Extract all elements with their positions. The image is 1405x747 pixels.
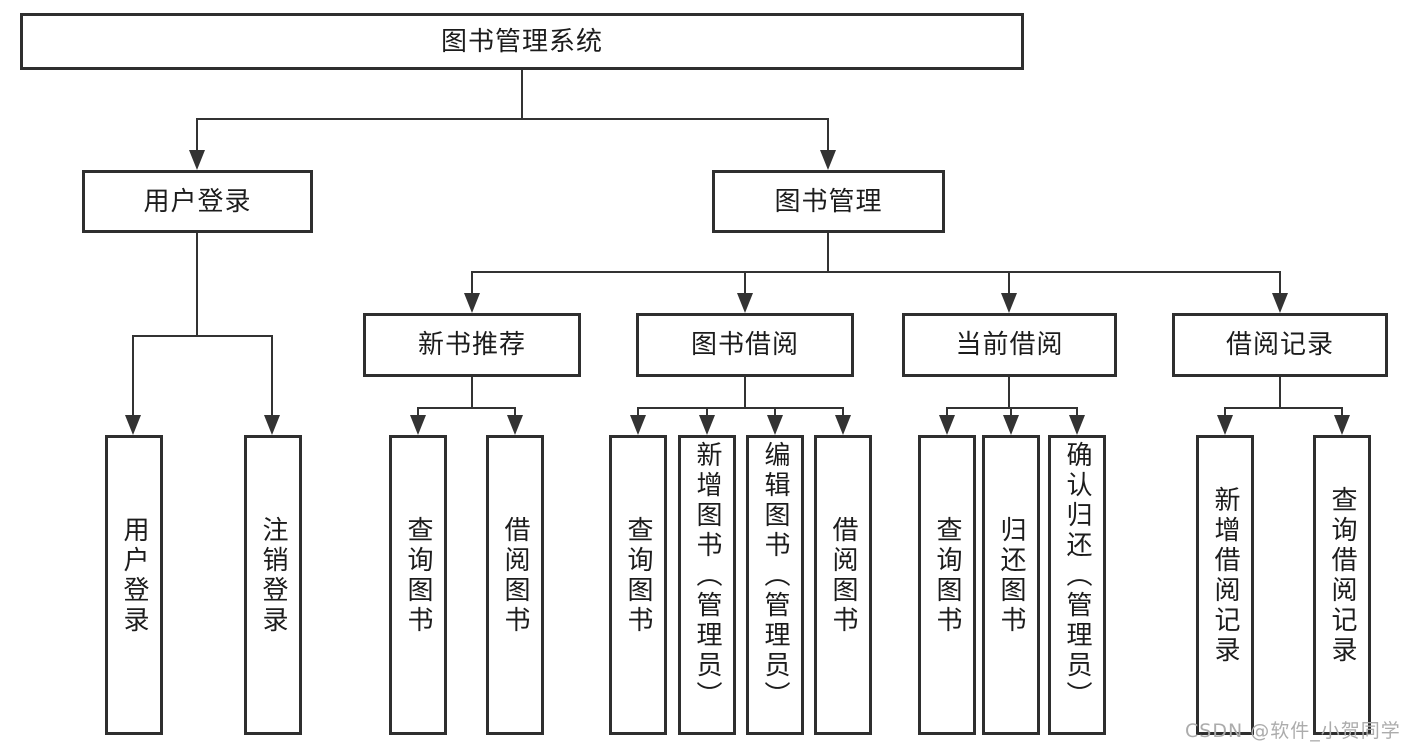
connector-to-new-book xyxy=(471,271,473,295)
connector-leaf xyxy=(1341,407,1343,419)
arrow-to-login-leaf xyxy=(125,415,141,435)
connector-book-management-trunk xyxy=(827,233,829,271)
arrow-leaf xyxy=(1217,415,1233,435)
node-label: 图书管理系统 xyxy=(440,26,603,57)
leaf-label: 借阅图书 xyxy=(500,516,530,636)
leaf-label: 新增借阅记录 xyxy=(1210,486,1240,666)
connector-to-user-login xyxy=(196,118,198,154)
leaf-label: 查询图书 xyxy=(932,516,962,636)
connector-user-login-trunk xyxy=(196,233,198,335)
leaf-label: 查询借阅记录 xyxy=(1327,486,1357,666)
leaf-label: 用户登录 xyxy=(119,516,149,636)
leaf-label: 编辑图书（管理员） xyxy=(760,441,790,711)
leaf-query-borrow-record: 查询借阅记录 xyxy=(1313,435,1371,735)
connector-leaf xyxy=(774,407,776,419)
leaf-borrow-books: 借阅图书 xyxy=(814,435,872,735)
arrow-leaf xyxy=(767,415,783,435)
leaf-label: 归还图书 xyxy=(996,516,1026,636)
connector-leaf xyxy=(1224,407,1226,419)
leaf-query-books-recommend: 查询图书 xyxy=(389,435,447,735)
leaf-query-books-current: 查询图书 xyxy=(918,435,976,735)
connector-leaf xyxy=(1010,407,1012,419)
arrow-leaf xyxy=(507,415,523,435)
csdn-watermark: CSDN @软件_小贺同学 xyxy=(1185,720,1401,742)
connector-leaf xyxy=(706,407,708,419)
connector-leaf xyxy=(637,407,639,419)
connector-to-login-leaf xyxy=(132,335,134,417)
connector-leaf xyxy=(1076,407,1078,419)
connector-new-book-trunk xyxy=(471,377,473,409)
connector-borrow-record-bar xyxy=(1225,407,1342,409)
leaf-edit-books-admin: 编辑图书（管理员） xyxy=(746,435,804,735)
arrow-leaf xyxy=(1334,415,1350,435)
leaf-query-books-borrowing: 查询图书 xyxy=(609,435,667,735)
connector-to-logout-leaf xyxy=(271,335,273,417)
leaf-user-login: 用户登录 xyxy=(105,435,163,735)
connector-level1-bar xyxy=(197,118,829,120)
leaf-confirm-return-admin: 确认归还（管理员） xyxy=(1048,435,1106,735)
node-user-login: 用户登录 xyxy=(82,170,313,233)
node-label: 当前借阅 xyxy=(955,330,1064,360)
node-label: 图书管理 xyxy=(774,186,883,217)
connector-leaf xyxy=(417,407,419,419)
node-new-book-recommend: 新书推荐 xyxy=(363,313,581,377)
node-label: 图书借阅 xyxy=(690,330,799,360)
arrow-leaf xyxy=(1003,415,1019,435)
arrow-to-new-book xyxy=(464,293,480,313)
leaf-return-books: 归还图书 xyxy=(982,435,1040,735)
connector-book-borrow-trunk xyxy=(744,377,746,409)
leaf-label: 新增图书（管理员） xyxy=(692,441,722,711)
connector-leaf xyxy=(514,407,516,419)
leaf-add-books-admin: 新增图书（管理员） xyxy=(678,435,736,735)
connector-to-book-management xyxy=(827,118,829,154)
connector-level2-bar xyxy=(472,271,1280,273)
node-label: 用户登录 xyxy=(143,186,252,217)
connector-leaf xyxy=(946,407,948,419)
arrow-to-user-login xyxy=(189,150,205,170)
node-book-management: 图书管理 xyxy=(712,170,945,233)
connector-new-book-bar xyxy=(418,407,515,409)
arrow-to-borrow-record xyxy=(1272,293,1288,313)
connector-book-borrow-bar xyxy=(638,407,843,409)
node-library-management-system: 图书管理系统 xyxy=(20,13,1024,70)
leaf-label: 注销登录 xyxy=(258,516,288,636)
arrow-leaf xyxy=(1069,415,1085,435)
connector-current-borrow-trunk xyxy=(1008,377,1010,409)
leaf-label: 确认归还（管理员） xyxy=(1062,441,1092,711)
arrow-leaf xyxy=(630,415,646,435)
connector-to-current-borrow xyxy=(1008,271,1010,295)
arrow-to-book-borrow xyxy=(737,293,753,313)
node-current-borrowing: 当前借阅 xyxy=(902,313,1117,377)
node-book-borrowing: 图书借阅 xyxy=(636,313,854,377)
arrow-leaf xyxy=(699,415,715,435)
leaf-label: 查询图书 xyxy=(623,516,653,636)
leaf-borrow-books-recommend: 借阅图书 xyxy=(486,435,544,735)
connector-to-book-borrow xyxy=(744,271,746,295)
arrow-leaf xyxy=(410,415,426,435)
connector-borrow-record-trunk xyxy=(1279,377,1281,409)
arrow-leaf xyxy=(939,415,955,435)
leaf-label: 查询图书 xyxy=(403,516,433,636)
connector-to-borrow-record xyxy=(1279,271,1281,295)
leaf-label: 借阅图书 xyxy=(828,516,858,636)
connector-current-borrow-bar xyxy=(947,407,1077,409)
leaf-add-borrow-record: 新增借阅记录 xyxy=(1196,435,1254,735)
connector-leaf xyxy=(842,407,844,419)
node-borrowing-records: 借阅记录 xyxy=(1172,313,1388,377)
arrow-leaf xyxy=(835,415,851,435)
arrow-to-book-management xyxy=(820,150,836,170)
arrow-to-logout-leaf xyxy=(264,415,280,435)
node-label: 借阅记录 xyxy=(1225,330,1334,360)
leaf-logout: 注销登录 xyxy=(244,435,302,735)
arrow-to-current-borrow xyxy=(1001,293,1017,313)
connector-user-login-bar xyxy=(133,335,273,337)
connector-root-trunk xyxy=(521,70,523,118)
node-label: 新书推荐 xyxy=(417,330,526,360)
